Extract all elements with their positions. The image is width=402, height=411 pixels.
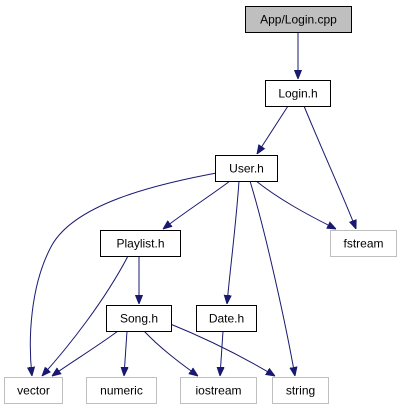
node-box-playlist-h xyxy=(100,230,181,257)
node-playlist-h[interactable]: Playlist.h xyxy=(100,230,181,257)
edges-layer xyxy=(30,32,356,376)
node-date-h[interactable]: Date.h xyxy=(196,305,257,332)
node-label-iostream: iostream xyxy=(195,384,241,398)
node-song-h[interactable]: Song.h xyxy=(106,305,172,332)
node-app-login-cpp[interactable]: App/Login.cpp xyxy=(245,6,352,33)
node-label-app-login-cpp: App/Login.cpp xyxy=(260,13,337,27)
node-label-string: string xyxy=(286,384,315,398)
edge-login-h-to-user-h xyxy=(257,105,289,154)
node-box-user-h xyxy=(215,155,278,182)
edge-user-h-to-string xyxy=(249,180,295,376)
edge-song-h-to-numeric xyxy=(124,330,127,376)
node-box-iostream xyxy=(180,377,257,404)
node-box-numeric xyxy=(86,377,157,404)
node-login-h[interactable]: Login.h xyxy=(265,80,331,107)
node-box-date-h xyxy=(196,305,257,332)
node-box-app-login-cpp xyxy=(245,6,352,33)
edge-user-h-to-vector xyxy=(30,171,223,376)
node-label-date-h: Date.h xyxy=(209,312,244,326)
node-label-playlist-h: Playlist.h xyxy=(116,237,164,251)
edge-user-h-to-date-h xyxy=(227,180,240,304)
edge-date-h-to-iostream xyxy=(220,330,223,376)
edge-song-h-to-string xyxy=(167,322,275,376)
node-vector[interactable]: vector xyxy=(4,377,63,404)
edge-user-h-to-playlist-h xyxy=(163,180,231,229)
node-label-user-h: User.h xyxy=(229,162,264,176)
node-box-fstream xyxy=(330,230,397,257)
node-box-string xyxy=(272,377,329,404)
node-numeric[interactable]: numeric xyxy=(86,377,157,404)
edge-song-h-to-vector xyxy=(52,330,119,376)
node-box-song-h xyxy=(106,305,172,332)
edge-song-h-to-iostream xyxy=(143,330,198,376)
edge-user-h-to-fstream xyxy=(255,180,336,229)
node-fstream[interactable]: fstream xyxy=(330,230,397,257)
node-string[interactable]: string xyxy=(272,377,329,404)
node-user-h[interactable]: User.h xyxy=(215,155,278,182)
edge-login-h-to-fstream xyxy=(303,105,356,229)
node-iostream[interactable]: iostream xyxy=(180,377,257,404)
node-label-login-h: Login.h xyxy=(278,87,317,101)
node-label-fstream: fstream xyxy=(343,237,383,251)
node-label-numeric: numeric xyxy=(100,384,143,398)
node-label-vector: vector xyxy=(17,384,50,398)
node-box-login-h xyxy=(265,80,331,107)
node-box-vector xyxy=(4,377,63,404)
edge-playlist-h-to-vector xyxy=(42,255,129,376)
node-label-song-h: Song.h xyxy=(120,312,158,326)
